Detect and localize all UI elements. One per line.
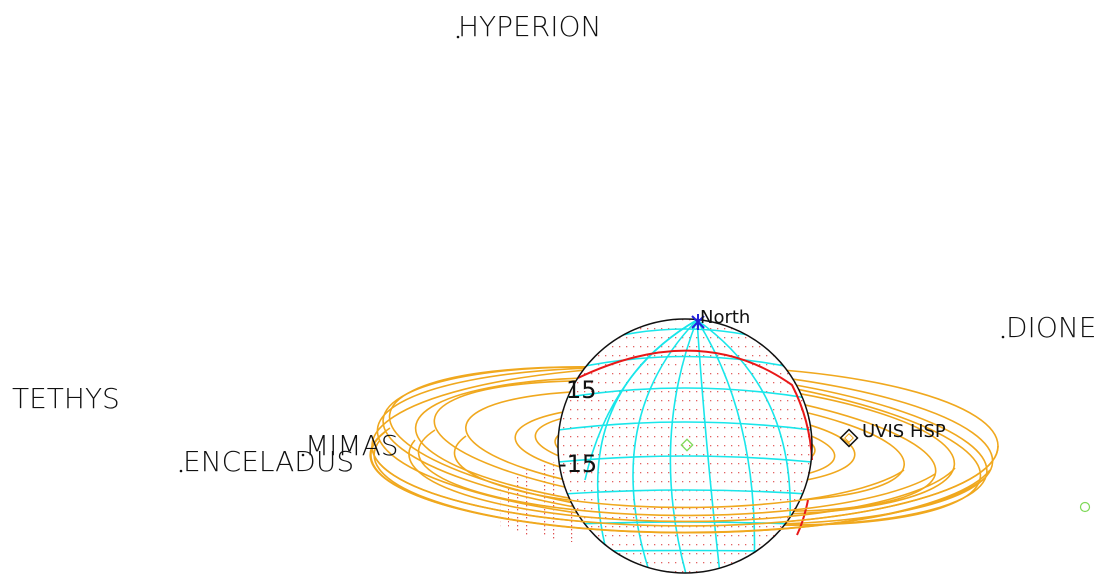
enceladus-marker: [179, 469, 183, 473]
latitude-label-minus15: -15: [558, 450, 597, 478]
mimas-marker: [301, 453, 305, 457]
north-label: North: [700, 307, 750, 328]
terminator-line: [577, 349, 813, 461]
north-pole-marker: [691, 314, 705, 330]
uvis-hsp-label: UVIS HSP: [862, 421, 946, 442]
target-point-icon: [1079, 501, 1091, 513]
latitude-label-plus15: 15: [566, 376, 597, 404]
saturn-rings-front-arcs: [369, 427, 999, 534]
hyperion-marker: [456, 35, 460, 39]
dione-label: DIONE: [1006, 311, 1097, 344]
enceladus-label: ENCELADUS: [183, 445, 354, 478]
planet-limb: [557, 318, 813, 574]
uvis-hsp-marker: [839, 428, 859, 448]
dione-marker: [1001, 335, 1005, 339]
sub-point-marker: [680, 438, 694, 452]
mimas-label: MIMAS: [305, 429, 399, 462]
saturn-disk: [557, 318, 813, 574]
hyperion-label: HYPERION: [458, 10, 601, 43]
tethys-label: TETHYS: [12, 382, 120, 415]
terminator-line-lower: [796, 499, 809, 536]
